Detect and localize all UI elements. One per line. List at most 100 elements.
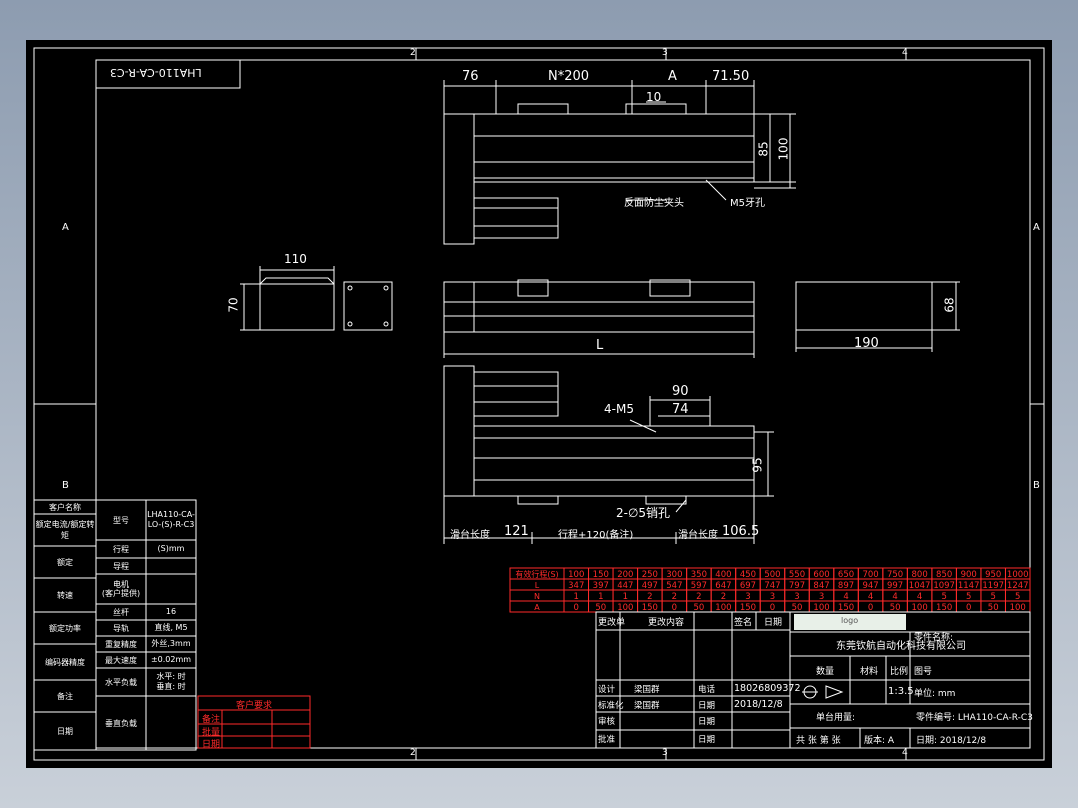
zone-top-4: 4 xyxy=(902,48,908,58)
scale-value: 1:3.5 xyxy=(888,686,914,697)
stroke-cell: 350 xyxy=(691,570,707,580)
logo-label: logo xyxy=(841,616,859,625)
stroke-cell: 0 xyxy=(672,603,677,613)
stroke-cell: 797 xyxy=(789,581,805,591)
stroke-cell: 300 xyxy=(666,570,682,580)
unit-label: 单位: mm xyxy=(914,689,956,699)
title-cell: 批准 xyxy=(598,735,616,745)
callout-m5: M5牙孔 xyxy=(730,198,765,209)
stroke-cell: 50 xyxy=(595,603,606,613)
stroke-cell: 150 xyxy=(593,570,609,580)
stroke-cell: 4 xyxy=(868,592,873,602)
zone-left-a: A xyxy=(62,222,69,233)
stroke-cell: 5 xyxy=(941,592,946,602)
stroke-row-label: L xyxy=(535,581,540,590)
label-slide-right: 滑台长度 xyxy=(678,530,718,541)
customer-row-1: 备注 xyxy=(202,715,221,725)
dim-100: 100 xyxy=(776,137,791,161)
dim-74: 74 xyxy=(672,402,689,417)
stroke-cell: 1147 xyxy=(958,581,980,591)
stroke-cell: 750 xyxy=(887,570,903,580)
unit-qty: 单台用量: xyxy=(816,713,856,723)
stroke-cell: 50 xyxy=(988,603,999,613)
bottom-view xyxy=(443,365,774,544)
spec-label: 导程 xyxy=(113,561,129,571)
stroke-cell: 150 xyxy=(838,603,854,613)
stroke-cell: 250 xyxy=(642,570,658,580)
title-cell: 18026809372 xyxy=(734,683,801,694)
dim-7150: 71.50 xyxy=(712,69,750,84)
stroke-cell: 447 xyxy=(617,581,633,591)
spec-value xyxy=(146,574,196,604)
spec-value: 水平: 时 垂直: 时 xyxy=(156,672,186,691)
stroke-cell: 347 xyxy=(568,581,584,591)
stroke-cell: 5 xyxy=(990,592,995,602)
drawing-no: 零件编号: LHA110-CA-R-C3 xyxy=(916,713,1033,723)
spec-label: 丝杆 xyxy=(113,607,129,617)
version: 版本: A xyxy=(864,736,895,746)
stroke-cell: 4 xyxy=(892,592,897,602)
side-label: 日期 xyxy=(57,726,73,736)
stroke-cell: 3 xyxy=(794,592,799,602)
spec-value xyxy=(146,696,196,750)
stroke-cell: 697 xyxy=(740,581,756,591)
rev-header-2: 更改内容 xyxy=(648,618,685,628)
dim-190: 190 xyxy=(854,336,879,351)
stroke-cell: 1247 xyxy=(1007,581,1029,591)
title-cell: 审核 xyxy=(598,717,616,727)
label-qty: 数量 xyxy=(816,667,835,677)
spec-value: LHA110-CA- LO-(S)-R-C3 xyxy=(147,510,195,529)
stroke-cell: 150 xyxy=(642,603,658,613)
dim-121: 121 xyxy=(504,524,529,539)
spec-value xyxy=(146,558,196,574)
stroke-cell: 4 xyxy=(917,592,922,602)
stroke-cell: 947 xyxy=(862,581,878,591)
stroke-cell: 650 xyxy=(838,570,854,580)
stroke-cell: 0 xyxy=(868,603,873,613)
side-label: 转速 xyxy=(57,590,73,600)
sheet-count: 共 张 第 张 xyxy=(796,736,841,746)
spec-label: 电机 (客户提供) xyxy=(101,580,141,598)
zone-left-b: B xyxy=(62,480,69,491)
stroke-cell: 0 xyxy=(574,603,579,613)
stroke-cell: 1000 xyxy=(1007,570,1029,580)
stroke-cell: 2 xyxy=(721,592,726,602)
stroke-cell: 900 xyxy=(961,570,977,580)
stroke-cell: 50 xyxy=(890,603,901,613)
dim-85: 85 xyxy=(756,141,771,157)
dim-a: A xyxy=(668,69,677,84)
top-view xyxy=(443,80,796,245)
cad-drawing: 有效行程(S)100150200250300350400450500550600… xyxy=(33,47,1045,761)
stroke-cell: 150 xyxy=(936,603,952,613)
spec-label: 重复精度 xyxy=(105,639,137,649)
rev-header-1: 更改单 xyxy=(598,618,626,628)
callout-dust: 反面防尘夹头 xyxy=(624,198,684,209)
left-spec-table xyxy=(33,499,197,751)
dim-10: 10 xyxy=(646,90,662,104)
side-view xyxy=(795,281,960,352)
zone-top-3: 3 xyxy=(662,48,668,58)
side-label: 备注 xyxy=(57,691,73,701)
stroke-cell: 5 xyxy=(966,592,971,602)
stroke-cell: 450 xyxy=(740,570,756,580)
company-logo xyxy=(794,614,906,630)
stroke-cell: 597 xyxy=(691,581,707,591)
stroke-cell: 0 xyxy=(770,603,775,613)
title-cell: 梁国群 xyxy=(634,685,660,695)
zone-right-b: B xyxy=(1033,480,1040,491)
end-view xyxy=(240,266,393,331)
dim-90: 90 xyxy=(672,384,689,399)
dim-l: L xyxy=(596,338,604,353)
spec-label: 最大速度 xyxy=(105,655,137,665)
stroke-cell: 4 xyxy=(843,592,848,602)
stroke-cell: 600 xyxy=(813,570,829,580)
spec-value: ±0.02mm xyxy=(150,655,192,664)
stroke-cell: 1 xyxy=(623,592,628,602)
stroke-cell: 100 xyxy=(1010,603,1026,613)
stroke-row-label: A xyxy=(534,603,540,612)
part-code-box xyxy=(95,59,241,89)
side-label: 客户名称 xyxy=(49,502,81,512)
stroke-cell: 2 xyxy=(647,592,652,602)
stroke-cell: 100 xyxy=(715,603,731,613)
